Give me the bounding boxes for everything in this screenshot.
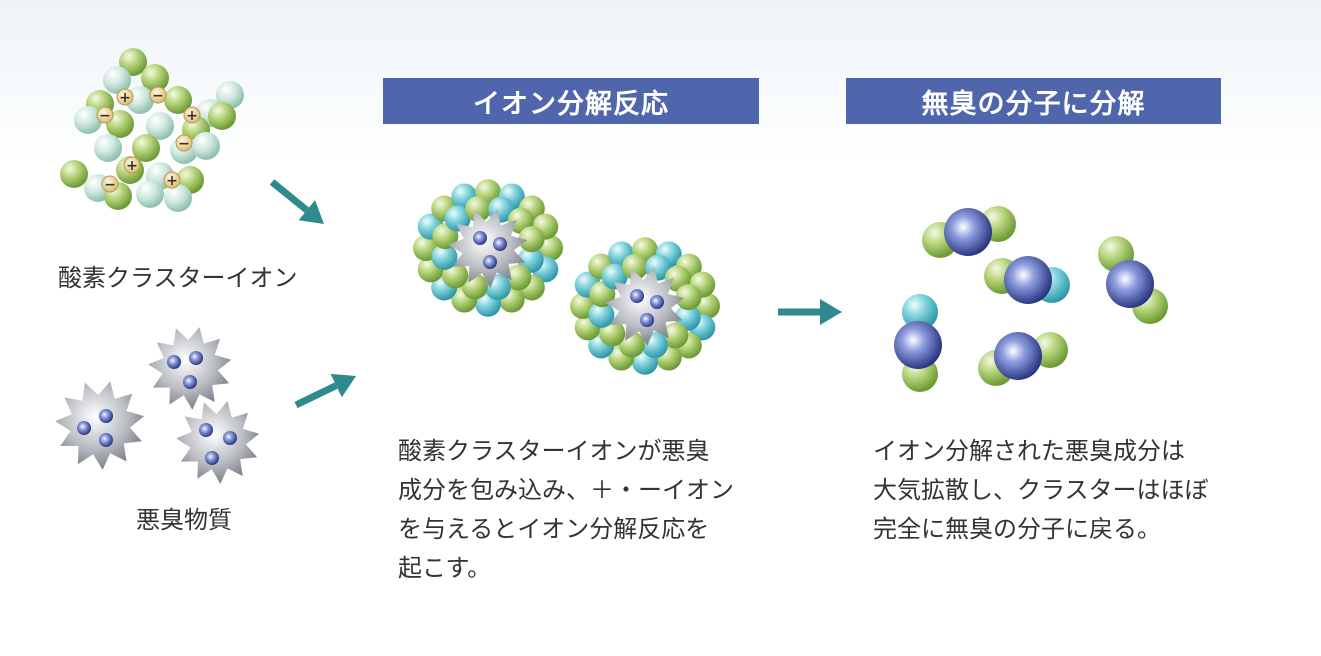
- odor-nucleus-dot: [205, 451, 219, 465]
- arrow-head: [820, 299, 842, 325]
- ion-sign-text: +: [186, 108, 198, 124]
- cluster-ball: [675, 284, 702, 311]
- ion-sign-text: −: [178, 136, 190, 152]
- odor-nucleus-dot: [483, 255, 497, 269]
- odor-nucleus-dot: [223, 431, 237, 445]
- molecule-atom: [1004, 256, 1052, 304]
- arrow-head: [298, 200, 324, 224]
- cluster-ball: [618, 331, 645, 358]
- ion-sign-badge: [175, 134, 193, 152]
- odor-star-shape: [55, 381, 145, 470]
- oxygen-ball: [136, 180, 164, 208]
- odor-star-shape: [148, 327, 232, 410]
- odor-nucleus-dot: [473, 231, 487, 245]
- oxygen-ball: [146, 112, 174, 140]
- reaction-description: 酸素クラスターイオンが悪臭 成分を包み込み、＋・ーイオン を与えるとイオン分解反…: [398, 432, 734, 588]
- cluster-ball: [588, 301, 615, 328]
- odor-nucleus-dot: [77, 421, 91, 435]
- result-description-line: イオン分解された悪臭成分は: [873, 437, 1185, 465]
- heading-ion-decomposition: イオン分解反応: [383, 78, 759, 124]
- odor-star-shape: [176, 401, 260, 484]
- oxygen-ball: [208, 102, 236, 130]
- cluster-ball: [505, 264, 532, 291]
- cluster-ball: [444, 205, 471, 232]
- odor-nucleus-dot: [167, 355, 181, 369]
- oxygen-ball: [164, 184, 192, 212]
- result-description-line: 大気拡散し、クラスターはほぼ: [873, 476, 1209, 504]
- oxygen-ball: [74, 106, 102, 134]
- ion-sign-text: +: [126, 158, 138, 174]
- cluster-ball: [601, 263, 628, 290]
- oxygen-ball: [103, 66, 131, 94]
- odor-star-shape: [605, 267, 685, 346]
- cluster-ball: [461, 273, 488, 300]
- ion-sign-text: +: [166, 173, 178, 189]
- ion-sign-text: −: [99, 108, 111, 124]
- oxygen-ball: [164, 86, 192, 114]
- molecule-atom: [944, 208, 992, 256]
- ion-sign-text: +: [119, 90, 131, 106]
- odor-nucleus-dot: [650, 295, 664, 309]
- cluster-ball: [622, 253, 649, 280]
- molecule-atom: [1106, 260, 1154, 308]
- ion-sign-badge: [96, 106, 114, 124]
- arrow-head: [330, 373, 356, 398]
- ion-sign-badge: [116, 88, 134, 106]
- reaction-description-line: 成分を包み込み、＋・ーイオン: [398, 476, 734, 504]
- oxygen-cluster-icon: +−−+−+−+: [60, 48, 244, 212]
- odor-nucleus-dot: [630, 289, 644, 303]
- oxygen-ball: [119, 48, 147, 76]
- reaction-description-line: を与えるとイオン分解反応を: [398, 515, 710, 543]
- reaction-description-line: 起こす。: [398, 554, 492, 582]
- odorless-molecule-icon: [894, 206, 1168, 392]
- oxygen-ball: [94, 134, 122, 162]
- odor-nucleus-dot: [199, 423, 213, 437]
- label-oxygen-cluster-ion: 酸素クラスターイオン: [58, 264, 298, 292]
- odor-nucleus-dot: [183, 375, 197, 389]
- odor-nucleus-dot: [99, 409, 113, 423]
- molecule-atom: [894, 321, 942, 369]
- ion-sign-badge: [123, 156, 141, 174]
- odor-nucleus-dot: [189, 351, 203, 365]
- ion-sign-badge: [183, 106, 201, 124]
- oxygen-ball: [141, 64, 169, 92]
- arrow-icon: [269, 179, 842, 409]
- odor-nucleus-dot: [493, 237, 507, 251]
- molecule-atom: [902, 294, 938, 330]
- arrow-shaft: [269, 179, 310, 213]
- ion-sign-badge: [149, 86, 167, 104]
- oxygen-ball: [60, 160, 88, 188]
- oxygen-ball: [192, 132, 220, 160]
- oxygen-ball: [126, 86, 154, 114]
- odor-nucleus-dot: [99, 433, 113, 447]
- molecule-atom: [994, 332, 1042, 380]
- result-description-line: 完全に無臭の分子に戻る。: [873, 515, 1161, 543]
- cluster-ball: [465, 195, 492, 222]
- cluster-ball: [662, 322, 689, 349]
- ion-sign-text: −: [104, 177, 116, 193]
- odor-nucleus-dot: [640, 313, 654, 327]
- odor-star-shape: [448, 209, 528, 288]
- result-description: イオン分解された悪臭成分は 大気拡散し、クラスターはほぼ 完全に無臭の分子に戻る…: [873, 432, 1209, 549]
- cluster-ball: [518, 226, 545, 253]
- label-odor-substance: 悪臭物質: [136, 506, 232, 534]
- odor-molecule-icon: [55, 327, 260, 484]
- oxygen-ball: [216, 81, 244, 109]
- reaction-cluster-icon: [413, 179, 720, 375]
- ion-sign-badge: [163, 171, 181, 189]
- reaction-description-line: 酸素クラスターイオンが悪臭: [398, 437, 710, 465]
- ion-sign-text: −: [152, 88, 164, 104]
- ion-sign-badge: [101, 175, 119, 193]
- heading-odorless-molecule: 無臭の分子に分解: [846, 78, 1221, 124]
- arrow-shaft: [294, 382, 338, 409]
- oxygen-ball: [132, 134, 160, 162]
- cluster-ball: [431, 243, 458, 270]
